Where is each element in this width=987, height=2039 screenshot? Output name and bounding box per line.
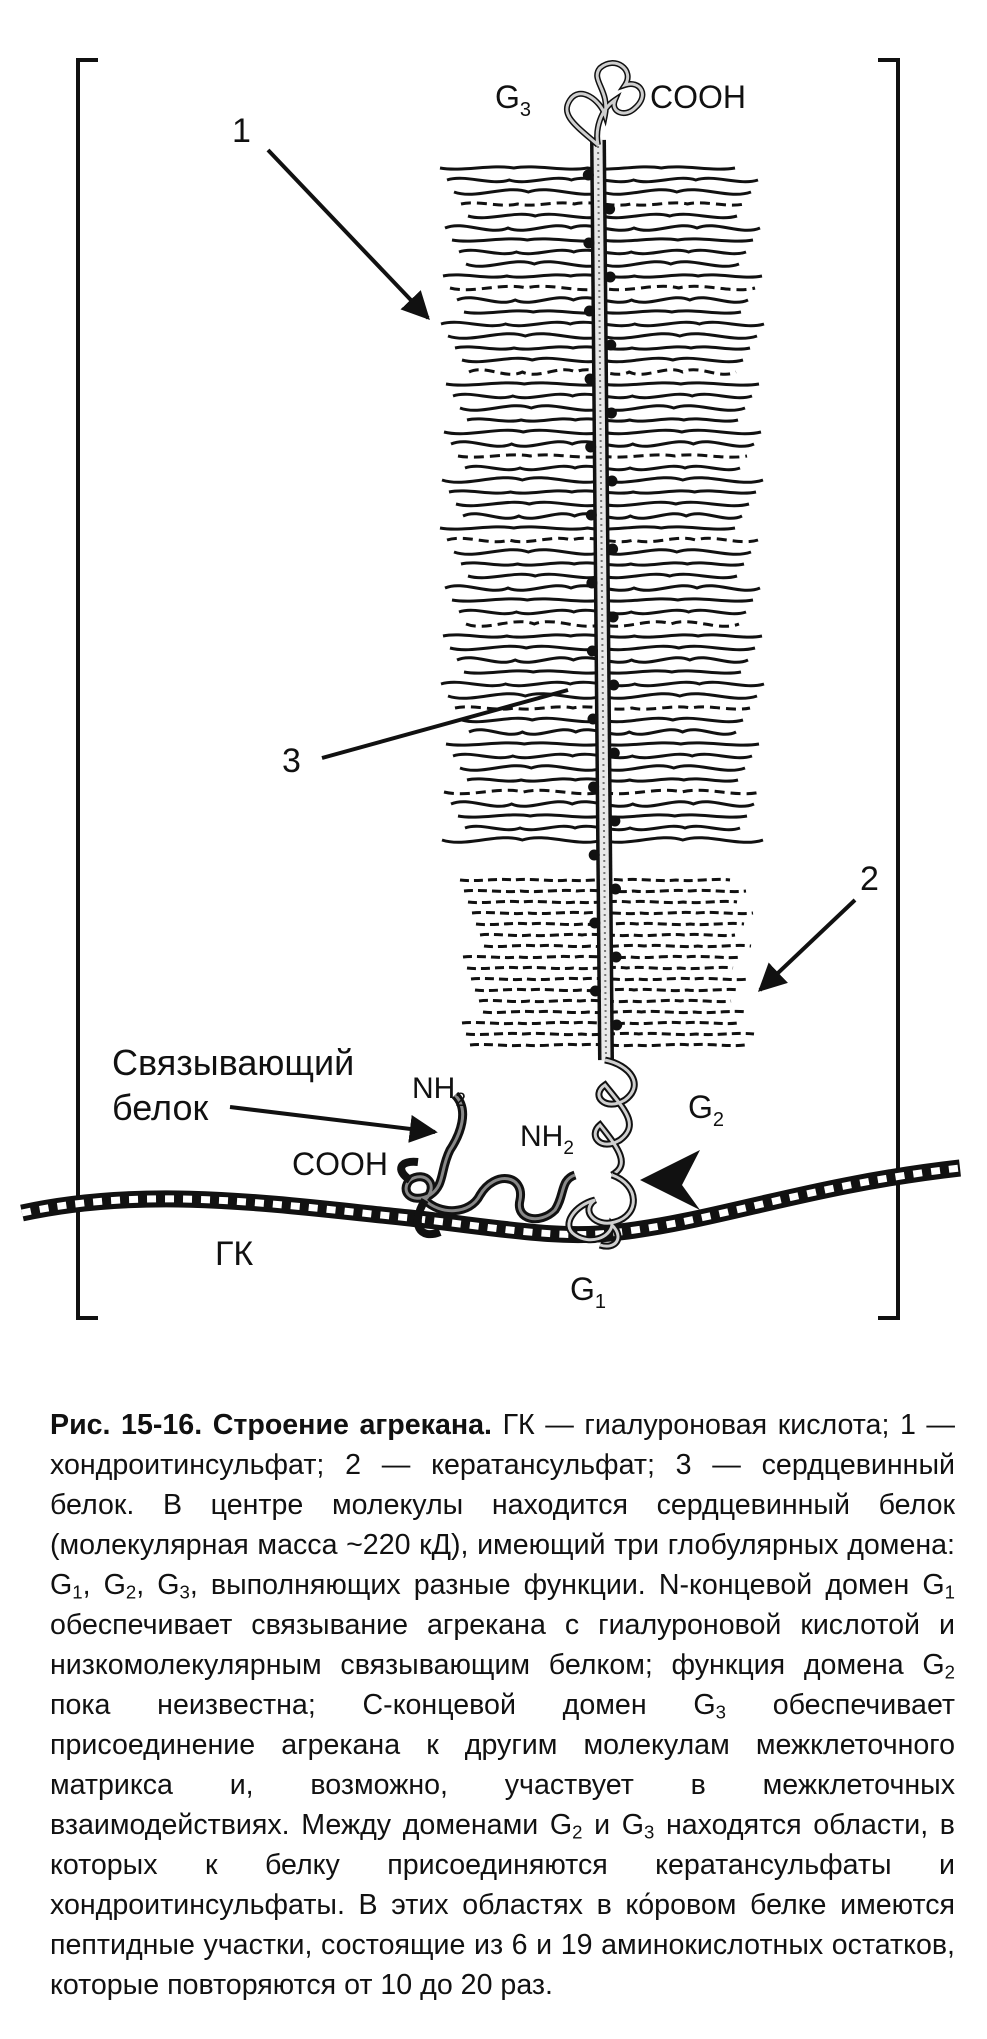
label-g1: G1 — [570, 1271, 606, 1313]
chondroitin-sulfate-chain — [439, 165, 736, 171]
attachment-site-dot — [587, 713, 599, 725]
label-cooh-top: COOH — [650, 79, 746, 115]
label-link-protein-line1: Связывающий — [112, 1042, 354, 1083]
attachment-site-dot — [586, 645, 598, 657]
attachment-sites — [582, 169, 623, 1031]
attachment-site-dot — [605, 407, 617, 419]
attachment-site-dot — [584, 373, 596, 385]
attachment-site-dot — [589, 985, 601, 997]
attachment-site-dot — [588, 781, 600, 793]
label-nh2-left: NH2 — [412, 1072, 466, 1111]
attachment-site-dot — [583, 237, 595, 249]
caption-title: Рис. 15-16. Строение агрекана. — [50, 1409, 493, 1441]
link-protein — [397, 1091, 577, 1239]
attachment-site-dot — [584, 305, 595, 317]
attachment-site-dot — [604, 271, 616, 283]
chondroitin-sulfate-chain — [446, 536, 759, 544]
g3-domain — [563, 60, 646, 148]
attachment-site-dot — [607, 543, 619, 555]
arrow-3 — [321, 688, 569, 760]
chondroitin-sulfate-chain — [439, 525, 736, 531]
left-bracket — [76, 58, 98, 1320]
label-1: 1 — [232, 112, 251, 150]
chondroitin-sulfate-chain — [443, 788, 762, 796]
attachment-site-dot — [608, 679, 620, 691]
aggrecan-diagram: G3 COOH 1 2 3 Связывающий белок NH2 NH2 … — [20, 58, 961, 1320]
attachment-site-dot — [585, 441, 597, 453]
chondroitin-sulfate-chain — [460, 201, 745, 207]
chondroitin-sulfate-chain — [465, 620, 740, 628]
attachment-site-dot — [607, 611, 619, 623]
label-link-protein-line2: белок — [112, 1087, 208, 1128]
label-nh2-right: NH2 — [520, 1120, 574, 1159]
attachment-site-dot — [589, 917, 601, 929]
figure-caption: Рис. 15-16. Строение агрекана. ГК — гиал… — [50, 1405, 955, 2005]
keratan-sulfate-chain — [469, 1042, 746, 1048]
label-gk: ГК — [215, 1235, 253, 1273]
label-g3: G3 — [495, 79, 531, 121]
attachment-site-dot — [611, 1019, 623, 1031]
keratan-sulfate-chain — [462, 954, 743, 960]
attachment-site-dot — [604, 203, 616, 215]
keratan-sulfate-chain — [470, 976, 750, 982]
arrow-2 — [757, 898, 857, 992]
keratan-sulfate-chain — [461, 1020, 739, 1026]
keratan-sulfate-chain — [459, 877, 731, 883]
attachment-site-dot — [586, 577, 598, 589]
attachment-site-dot — [585, 509, 597, 521]
attachment-site-dot — [588, 849, 600, 861]
attachment-site-dot — [582, 169, 594, 181]
label-g2: G2 — [688, 1089, 724, 1131]
hyaluronic-acid-chain — [20, 1159, 961, 1244]
keratan-sulfate-chain — [483, 943, 752, 949]
label-3: 3 — [282, 742, 301, 780]
g2-domain — [591, 1056, 638, 1179]
label-cooh-bottom: COOH — [292, 1146, 388, 1182]
caption-paragraph: Рис. 15-16. Строение агрекана. ГК — гиал… — [50, 1409, 956, 2001]
g1-domain — [565, 1171, 637, 1250]
attachment-site-dot — [610, 951, 622, 963]
right-bracket — [878, 58, 900, 1320]
keratan-sulfate-chain — [482, 1009, 748, 1015]
arrow-link-protein — [229, 1105, 438, 1143]
attachment-site-dot — [608, 747, 620, 759]
label-2: 2 — [860, 860, 879, 898]
arrow-1 — [266, 148, 430, 321]
core-protein — [590, 139, 614, 1061]
arrowhead-pointer — [640, 1150, 700, 1210]
attachment-site-dot — [605, 339, 617, 351]
attachment-site-dot — [610, 883, 621, 895]
attachment-site-dot — [606, 475, 618, 487]
attachment-site-dot — [609, 815, 621, 827]
